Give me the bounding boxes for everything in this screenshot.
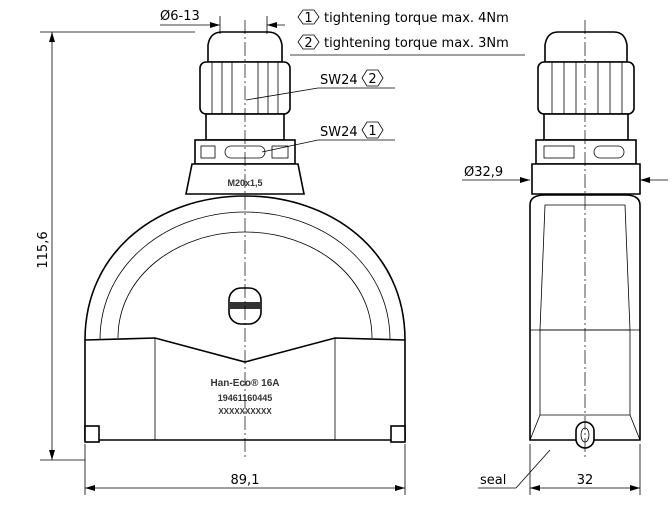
svg-text:2: 2 <box>368 72 376 87</box>
svg-text:Ø6-13: Ø6-13 <box>160 9 200 24</box>
svg-text:89,1: 89,1 <box>231 473 260 488</box>
svg-text:115,6: 115,6 <box>36 231 51 268</box>
svg-text:seal: seal <box>480 473 506 488</box>
sw24-callout-1: SW24 1 <box>261 121 395 153</box>
notes: 1 tightening torque max. 4Nm 2 tightenin… <box>290 9 525 56</box>
svg-text:tightening torque max. 4Nm: tightening torque max. 4Nm <box>324 11 509 26</box>
svg-text:2: 2 <box>304 36 312 51</box>
front-view: M20x1,5 Han-Eco® 16A 19461160445 XXXXXXX… <box>84 20 406 460</box>
svg-text:1: 1 <box>304 11 312 26</box>
svg-text:SW24: SW24 <box>320 73 358 88</box>
svg-text:SW24: SW24 <box>320 125 358 140</box>
seal-callout: seal <box>478 449 551 489</box>
svg-text:1: 1 <box>368 124 376 139</box>
cable-range-dimension: Ø6-13 <box>160 9 285 34</box>
svg-text:32: 32 <box>577 473 594 488</box>
width-dimension-front: 89,1 <box>84 444 406 495</box>
sw24-callout-2: SW24 2 <box>245 69 395 101</box>
side-view <box>529 20 641 460</box>
width-dimension-side: 32 <box>529 444 641 495</box>
height-dimension: 115,6 <box>36 31 195 461</box>
svg-text:Ø32,9: Ø32,9 <box>464 165 503 180</box>
svg-text:tightening torque max. 3Nm: tightening torque max. 3Nm <box>324 36 509 51</box>
diameter-dimension-side: Ø32,9 <box>462 165 668 183</box>
